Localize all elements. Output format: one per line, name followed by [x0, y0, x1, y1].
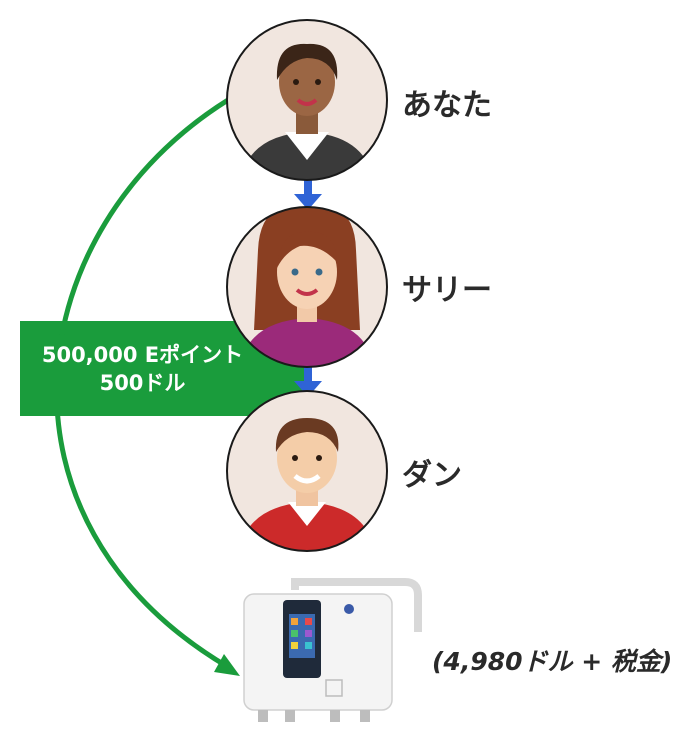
label-you: あなた [402, 88, 492, 123]
product-price: (4,980ドル + 税金) [432, 647, 673, 676]
reward-points: 500,000 Eポイント [41, 343, 244, 367]
water-ionizer-image [243, 578, 422, 722]
label-dan: ダン [402, 458, 462, 493]
curve-arrow-head [214, 654, 240, 676]
blue-arrow-2 [294, 365, 322, 397]
avatar-sally [226, 206, 388, 368]
referral-curve-arrow [54, 97, 230, 670]
label-sally: サリー [402, 273, 492, 308]
reward-dollars: 500ドル [99, 371, 186, 395]
avatar-dan [226, 390, 388, 552]
blue-arrow-1 [294, 178, 322, 210]
avatar-you [226, 19, 388, 181]
reward-text: 500,000 Eポイント 500ドル [20, 341, 265, 397]
